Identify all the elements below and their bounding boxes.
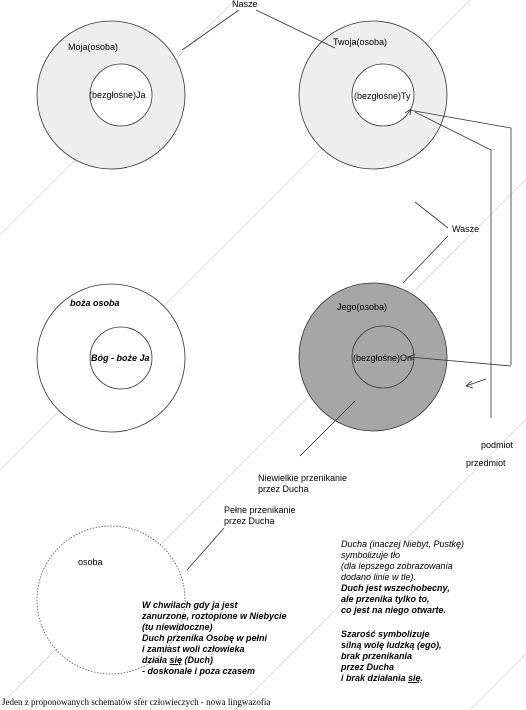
bezglosne-ty-label: (bezgłośne)Ty (354, 91, 411, 101)
right-note-line8: Szarość symbolizuje (341, 629, 430, 639)
przedmiot-label: przedmiot (466, 458, 506, 468)
niewielkie-connector (299, 400, 356, 457)
figure-caption: Jeden z proponowanych schematów sfer czł… (2, 697, 271, 707)
boza-osoba-label: boża osoba (70, 298, 120, 308)
left-note-line5: i zamiast woli człowieka (142, 644, 245, 654)
left-note-line6: działa się (Duch) (142, 655, 213, 665)
wasze-connector-down (402, 235, 449, 284)
right-note-line7: co jest na niego otwarte. (341, 605, 446, 615)
right-note-line12: i brak działania się. (341, 673, 423, 683)
right-note-line11: przez Ducha (340, 662, 394, 672)
bezglosne-ja-label: (bezgłośne)Ja (89, 90, 146, 100)
left-note-line2: zanurzone, roztopione w Niebycie (141, 611, 287, 621)
moja-ja-inner-circle (89, 63, 153, 127)
right-note-line5: Duch jest wszechobecny, (341, 583, 450, 593)
left-note: W chwilach gdy ja jest zanurzone, roztop… (141, 600, 287, 676)
pelne-label-line1: Pełne przenikanie (224, 505, 296, 515)
bezglosne-on-label: (bezgłośne)On (353, 353, 412, 363)
nasze-connector-left (181, 9, 240, 51)
right-note-line10: brak przenikania (341, 651, 412, 661)
right-note-line1: Ducha (inaczej Niebyt, Pustkę) (341, 539, 464, 549)
nasze-label: Nasze (232, 0, 258, 9)
left-note-line1: W chwilach gdy ja jest (142, 600, 239, 610)
right-note-line3: (dla lepszego zobrazowania (341, 561, 453, 571)
nasze-connector-right (255, 9, 336, 49)
ty-arrows (404, 108, 512, 418)
left-note-line4: Duch przenika Osobę w pełni (142, 633, 268, 643)
wasze-label: Wasze (452, 224, 479, 234)
moja-osoba-label: Moja(osoba) (68, 42, 118, 52)
right-note-line4: dodano linie w tle). (341, 572, 416, 582)
pelne-connector (186, 527, 225, 571)
right-note-line2: symbolizuje tło (341, 550, 400, 560)
on-arrows (408, 353, 512, 389)
left-note-line7: - doskonale i poza czasem (142, 666, 255, 676)
jego-osoba-label: Jego(osoba) (337, 302, 387, 312)
osoba-dashed-circle (36, 525, 186, 675)
right-note: Ducha (inaczej Niebyt, Pustkę) symbolizu… (340, 539, 464, 683)
twoja-ty-inner-circle (351, 63, 415, 127)
bog-boze-ja-label: Bóg - boże Ja (91, 353, 150, 363)
boze-ja-inner-circle (89, 326, 153, 390)
pelne-label-line2: przez Ducha (224, 516, 275, 526)
niewielkie-label-line1: Niewielkie przenikanie (258, 473, 347, 483)
right-note-line9: silną wolę ludzką (ego), (341, 640, 442, 650)
niewielkie-label-line2: przez Ducha (258, 484, 309, 494)
osoba-label: osoba (78, 557, 103, 567)
twoja-osoba-label: Twoja(osoba) (333, 37, 387, 47)
left-note-line3: (tu niewidoczne) (142, 622, 213, 632)
jego-on-inner-circle (351, 325, 415, 389)
right-note-line6: ale przenika tylko to, (341, 594, 430, 604)
wasze-connector-up (414, 201, 449, 229)
podmiot-label: podmiot (481, 440, 514, 450)
